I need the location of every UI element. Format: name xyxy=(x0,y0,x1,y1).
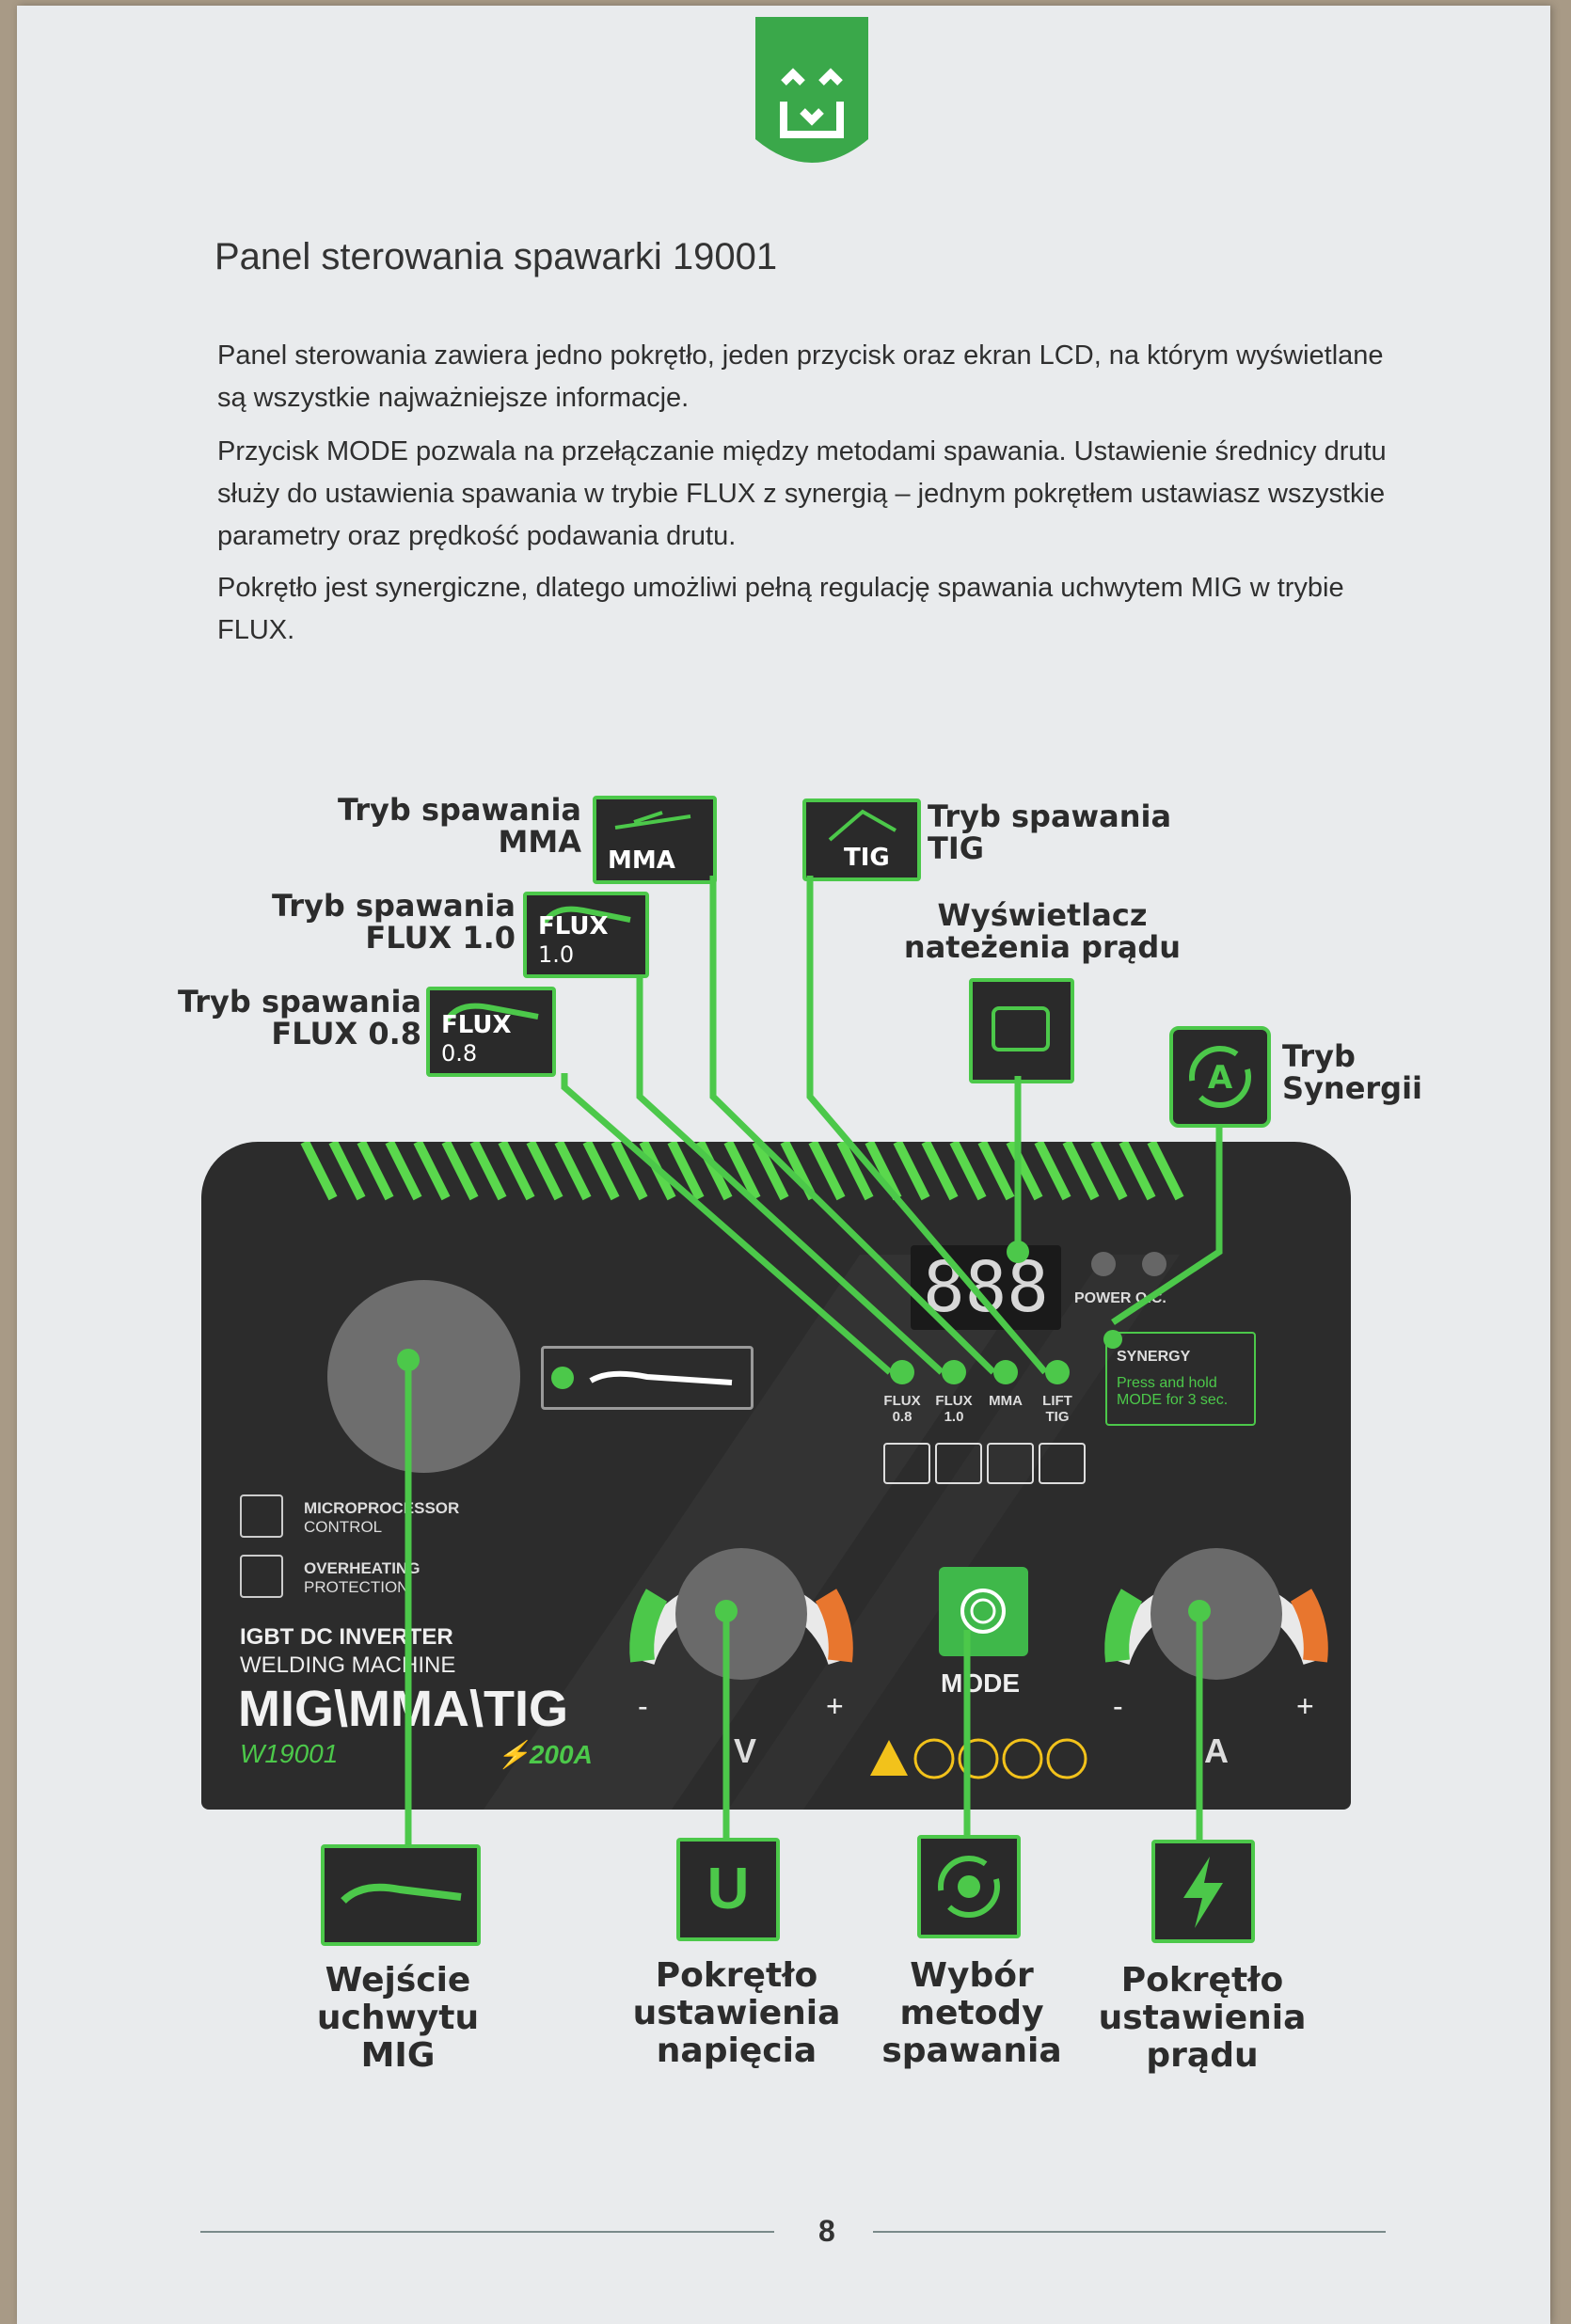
current-knob[interactable] xyxy=(1150,1548,1282,1680)
electrode-holder-icon xyxy=(614,811,691,830)
badge-mma: MMA xyxy=(593,796,717,884)
svg-text:A: A xyxy=(1208,1059,1233,1097)
mig-torch-icon xyxy=(444,1003,539,1022)
power-led xyxy=(1091,1252,1116,1276)
paragraph-3: Pokrętło jest synergiczne, dlatego umożl… xyxy=(217,573,1344,645)
badge-tig: TIG xyxy=(802,798,921,881)
model-label: W19001 xyxy=(240,1739,339,1768)
led-flux10 xyxy=(942,1360,966,1384)
badge-synergy: A xyxy=(1169,1026,1271,1128)
mode-button[interactable] xyxy=(939,1567,1028,1656)
mode-icon-flux08 xyxy=(883,1443,930,1484)
brand-label: MIG\MMA\TIG xyxy=(238,1681,568,1737)
page-number: 8 xyxy=(818,2214,835,2248)
safety-warning-icons xyxy=(870,1738,1087,1779)
overheat-shield-icon xyxy=(240,1555,283,1598)
label-current-knob: Pokrętło ustawienia prądu xyxy=(1098,1961,1307,2075)
mode-icon-mma xyxy=(987,1443,1034,1484)
microprocessor-icon xyxy=(240,1494,283,1538)
paragraph-2: Przycisk MODE pozwala na przełączanie mi… xyxy=(217,436,1387,551)
voltage-minus: - xyxy=(638,1689,648,1723)
manual-page: Panel sterowania spawarki 19001 Panel st… xyxy=(17,6,1550,2324)
mig-torch-icon xyxy=(541,906,631,925)
fingerprint-icon xyxy=(960,1589,1006,1634)
current-plus: + xyxy=(1296,1689,1314,1723)
voltage-plus: + xyxy=(826,1689,844,1723)
display-icon xyxy=(992,1006,1050,1051)
lightning-icon xyxy=(1183,1857,1223,1928)
current-display: 888 xyxy=(911,1245,1061,1330)
page-title: Panel sterowania spawarki 19001 xyxy=(214,236,778,277)
badge-flux08: FLUX 0.8 xyxy=(426,987,556,1077)
label-voltage-knob: Pokrętło ustawienia napięcia xyxy=(632,1956,841,2070)
synergy-auto-icon: A xyxy=(1189,1046,1251,1108)
badge-mig-input xyxy=(321,1844,481,1946)
mode-button-label: MODE xyxy=(941,1668,1020,1698)
mig-torch-indicator xyxy=(541,1346,754,1410)
led-lift-tig xyxy=(1045,1360,1070,1384)
brand-logo xyxy=(755,17,868,163)
label-mode-select: Wybór metody spawania xyxy=(881,1956,1062,2070)
badge-flux10: FLUX 1.0 xyxy=(523,892,649,978)
label-mig-input: Wejście uchwytu MIG xyxy=(316,1961,480,2075)
tig-torch-icon xyxy=(828,809,897,842)
synergy-info-box: SYNERGY Press and hold MODE for 3 sec. xyxy=(1105,1332,1256,1426)
led-mma xyxy=(993,1360,1018,1384)
mode-icon-tig xyxy=(1039,1443,1086,1484)
current-unit: A xyxy=(1204,1731,1229,1770)
footer-line-left xyxy=(200,2231,774,2233)
mig-torch-icon xyxy=(341,1883,462,1904)
led-flux08 xyxy=(890,1360,914,1384)
oc-led xyxy=(1142,1252,1166,1276)
voltage-knob[interactable] xyxy=(675,1548,807,1680)
callout-lines xyxy=(397,876,1223,1844)
badge-mode xyxy=(917,1835,1021,1938)
badge-voltage: U xyxy=(676,1838,780,1941)
badge-display xyxy=(969,978,1074,1083)
amperage-label: ⚡200A xyxy=(497,1740,593,1769)
badge-current xyxy=(1151,1840,1255,1943)
footer-line-right xyxy=(873,2231,1386,2233)
current-minus: - xyxy=(1113,1689,1123,1723)
paragraph-1: Panel sterowania zawiera jedno pokrętło,… xyxy=(217,340,1384,413)
gear-cycle-icon xyxy=(938,1856,1000,1918)
mode-label-mma: MMA xyxy=(989,1393,1023,1409)
mode-icon-flux10 xyxy=(935,1443,982,1484)
mig-input-socket[interactable] xyxy=(327,1280,520,1473)
voltage-unit: V xyxy=(734,1731,757,1770)
mig-torch-icon xyxy=(551,1367,733,1389)
